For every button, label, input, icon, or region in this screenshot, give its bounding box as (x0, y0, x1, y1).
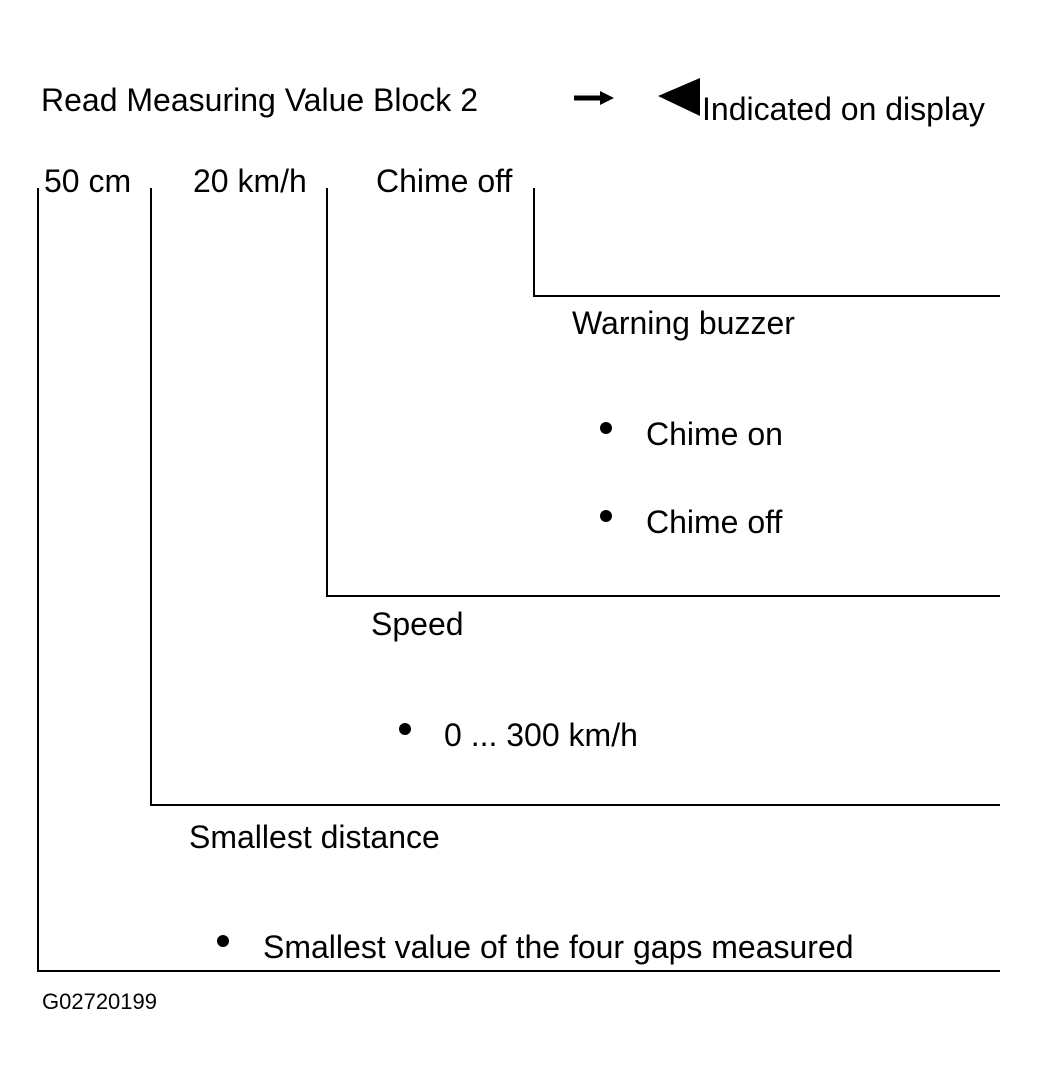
arrow-right-icon (574, 91, 614, 105)
bullet-icon (600, 510, 612, 522)
speed-range: 0 ... 300 km/h (444, 717, 638, 753)
speed-bracket-horizontal (150, 804, 1000, 806)
distance-bracket-vertical (37, 188, 39, 972)
warning-bracket-horizontal (326, 595, 1000, 597)
chime-option-on: Chime on (646, 416, 783, 452)
display-label: Indicated on display (702, 91, 985, 127)
bullet-icon (217, 935, 229, 947)
smallest-distance-description: Smallest value of the four gaps measured (263, 929, 854, 965)
warning-buzzer-label: Warning buzzer (572, 305, 795, 341)
speed-bracket-vertical (150, 188, 152, 806)
chime-option-off: Chime off (646, 504, 783, 540)
bullet-icon (600, 422, 612, 434)
speed-value: 20 km/h (193, 163, 307, 199)
chime-bracket-horizontal (533, 295, 1000, 297)
chime-bracket-vertical (533, 188, 535, 297)
pointer-triangle-icon (658, 78, 700, 116)
distance-bracket-horizontal (37, 970, 1000, 972)
chime-value: Chime off (376, 163, 513, 199)
smallest-distance-label: Smallest distance (189, 819, 440, 855)
warning-bracket-vertical (326, 188, 328, 597)
header-title: Read Measuring Value Block 2 (41, 82, 478, 118)
speed-label: Speed (371, 606, 464, 642)
bullet-icon (399, 723, 411, 735)
distance-value: 50 cm (44, 163, 132, 199)
figure-id: G02720199 (42, 989, 157, 1014)
